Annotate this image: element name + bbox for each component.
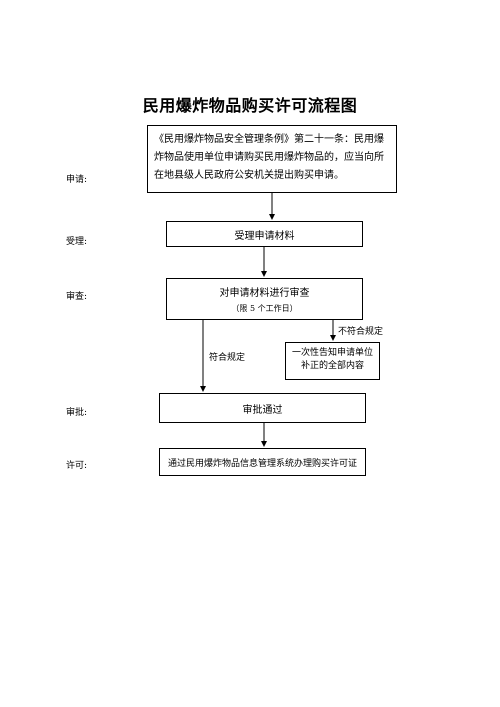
- review-time-limit: （限 5 个工作日）: [231, 304, 298, 313]
- accept-box: 受理申请材料: [166, 221, 363, 247]
- application-box: 《民用爆炸物品安全管理条例》第二十一条：民用爆炸物品使用单位申请购买民用爆炸物品…: [147, 125, 397, 193]
- notice-box: 一次性告知申请单位补正的全部内容: [285, 342, 380, 380]
- permit-box: 通过民用爆炸物品信息管理系统办理购买许可证: [159, 448, 366, 476]
- edge-label-non-compliant: 不符合规定: [338, 327, 384, 337]
- stage-label-permit: 许可:: [66, 461, 88, 471]
- stage-label-approve: 审批:: [66, 408, 88, 418]
- page-title: 民用爆炸物品购买许可流程图: [142, 96, 358, 115]
- review-box: 对申请材料进行审查 （限 5 个工作日）: [166, 278, 363, 320]
- stage-label-review: 审查:: [66, 292, 88, 302]
- review-main-text: 对申请材料进行审查: [219, 288, 310, 299]
- stage-label-apply: 申请:: [66, 175, 88, 185]
- approve-box: 审批通过: [159, 393, 366, 423]
- edge-label-compliant: 符合规定: [209, 353, 246, 363]
- stage-label-accept: 受理:: [66, 237, 88, 247]
